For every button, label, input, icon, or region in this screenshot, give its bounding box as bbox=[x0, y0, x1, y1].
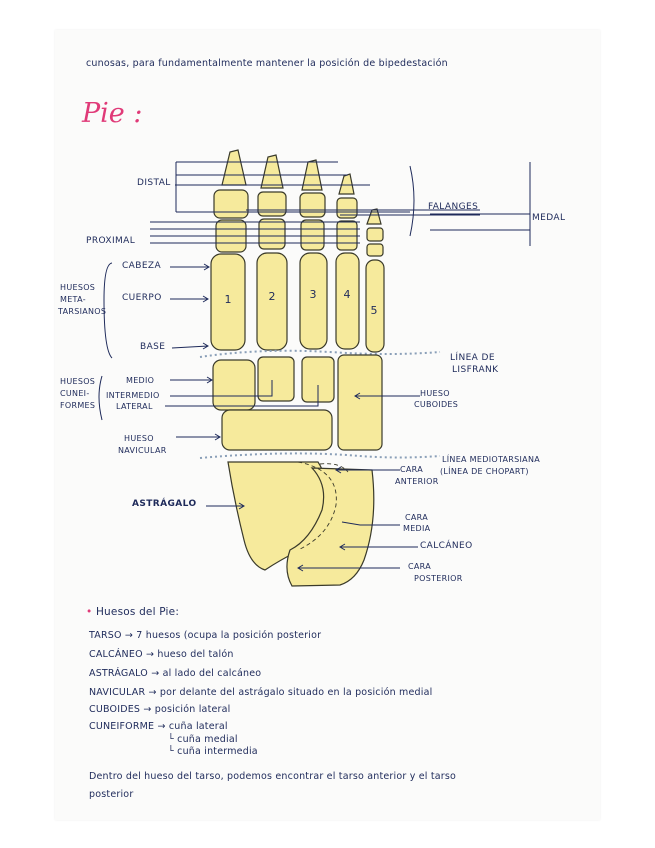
label-huesos-cunei-3: FORMES bbox=[60, 401, 95, 410]
label-hueso-cuboides-2: CUBOIDES bbox=[414, 400, 458, 409]
metatarsal-3 bbox=[300, 253, 327, 349]
label-medio: MEDIO bbox=[126, 376, 154, 385]
label-astragalo: ASTRÁGALO bbox=[132, 499, 197, 509]
label-cara-posterior-1: CARA bbox=[408, 562, 431, 571]
label-cara-media-1: CARA bbox=[405, 513, 428, 522]
notes-cuneiforme-sub-1: └ cuña medial bbox=[168, 734, 238, 745]
label-linea-mediotarsiana-1: LÍNEA MEDIOTARSIANA bbox=[442, 455, 540, 464]
metatarsal-number-4: 4 bbox=[344, 288, 351, 301]
metatarsal-4 bbox=[336, 253, 359, 349]
distal-phalanx-4 bbox=[339, 174, 354, 194]
cuneiforme-sub-1-text: cuña medial bbox=[177, 734, 238, 745]
label-linea-lisfrank-1: LÍNEA DE bbox=[450, 353, 495, 363]
label-cara-media-2: MEDIA bbox=[403, 524, 430, 533]
medial-cuneiform bbox=[213, 360, 255, 410]
notes-line-5: CUBOIDES → posición lateral bbox=[89, 704, 231, 715]
metatarsal-number-5: 5 bbox=[371, 304, 378, 317]
label-intermedio: INTERMEDIO bbox=[106, 391, 160, 400]
notes-closing-1: Dentro del hueso del tarso, podemos enco… bbox=[89, 771, 456, 782]
label-medal: MEDAL bbox=[532, 213, 565, 223]
proximal-pointer-lines bbox=[150, 222, 360, 243]
label-base: BASE bbox=[140, 342, 165, 352]
label-cuerpo: CUERPO bbox=[122, 293, 162, 303]
notes-cuneiforme-sub-2: └ cuña intermedia bbox=[168, 746, 258, 757]
label-hueso-navicular-1: HUESO bbox=[124, 434, 154, 443]
distal-phalanx-2 bbox=[261, 155, 283, 188]
label-huesos-meta-2: META- bbox=[60, 295, 86, 304]
label-huesos-meta-1: HUESOS bbox=[60, 283, 95, 292]
metatarsal-number-2: 2 bbox=[269, 290, 276, 303]
notes-closing-2: posterior bbox=[89, 789, 133, 800]
notes-line-2: CALCÁNEO → hueso del talón bbox=[89, 649, 234, 660]
chopart-line bbox=[200, 453, 440, 458]
proximal-phalanx-2 bbox=[259, 219, 285, 249]
notes-line-1: TARSO → 7 huesos (ocupa la posición post… bbox=[89, 630, 321, 641]
cuneiform-brace bbox=[99, 376, 102, 420]
metatarsal-number-1: 1 bbox=[225, 293, 232, 306]
label-distal: DISTAL bbox=[137, 178, 171, 188]
notes-line-4: NAVICULAR → por delante del astrágalo si… bbox=[89, 687, 432, 698]
bullet-point: • bbox=[86, 606, 92, 618]
label-hueso-navicular-2: NAVICULAR bbox=[118, 446, 167, 455]
intermediate-cuneiform bbox=[258, 357, 294, 401]
label-lateral: LATERAL bbox=[116, 402, 153, 411]
label-huesos-cunei-2: CUNEI- bbox=[60, 389, 90, 398]
label-proximal: PROXIMAL bbox=[86, 236, 135, 246]
proximal-phalanx-1a bbox=[214, 190, 248, 218]
label-hueso-cuboides-1: HUESO bbox=[420, 389, 450, 398]
middle-phalanx-3 bbox=[300, 193, 325, 217]
label-huesos-meta-3: TARSIANOS bbox=[58, 307, 106, 316]
notes-heading: • Huesos del Pie: bbox=[86, 606, 179, 618]
label-linea-mediotarsiana-2: (LÍNEA DE CHOPART) bbox=[440, 467, 529, 476]
notes-heading-text: Huesos del Pie: bbox=[96, 606, 179, 618]
label-falanges: FALANGES bbox=[428, 202, 478, 212]
metatarsal-number-3: 3 bbox=[310, 288, 317, 301]
navicular-bone bbox=[222, 410, 332, 450]
label-cara-anterior-1: CARA bbox=[400, 465, 423, 474]
notes-line-6: CUNEIFORME → cuña lateral bbox=[89, 721, 228, 732]
label-calcaneo: CALCÁNEO bbox=[420, 541, 473, 551]
label-cara-posterior-2: POSTERIOR bbox=[414, 574, 463, 583]
label-cabeza: CABEZA bbox=[122, 261, 161, 271]
label-linea-lisfrank-2: LISFRANK bbox=[452, 365, 498, 375]
proximal-phalanx-3 bbox=[301, 220, 324, 250]
distal-phalanx-5 bbox=[367, 209, 381, 224]
label-cara-anterior-2: ANTERIOR bbox=[395, 477, 439, 486]
distal-phalanx-1 bbox=[222, 150, 246, 185]
cuboid-bone bbox=[338, 355, 382, 450]
notes-line-3: ASTRÁGALO → al lado del calcáneo bbox=[89, 668, 261, 679]
cuneiforme-sub-2-text: cuña intermedia bbox=[177, 746, 258, 757]
label-huesos-cunei-1: HUESOS bbox=[60, 377, 95, 386]
proximal-phalanx-5 bbox=[367, 244, 383, 256]
middle-phalanx-5 bbox=[367, 228, 383, 241]
lisfrank-line bbox=[200, 351, 440, 357]
